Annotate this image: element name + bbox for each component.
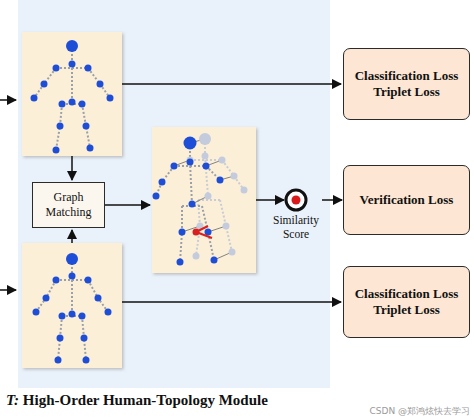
skeleton-joints — [31, 40, 114, 364]
loss-box: Classification Loss Triplet Loss — [343, 266, 470, 338]
matched-skeleton-card — [152, 127, 256, 273]
node-text: Verification Loss — [360, 192, 454, 208]
loss-box: Classification Loss Triplet Loss — [343, 48, 470, 120]
caption: T: High-Order Human-Topology Module — [6, 392, 268, 409]
input-arrow — [0, 289, 16, 291]
similarity-score: Similarity Score — [270, 188, 322, 248]
skeleton-card — [22, 243, 122, 368]
skeleton-card — [22, 32, 122, 156]
score-symbol — [284, 188, 308, 212]
connector-arrow — [322, 199, 342, 201]
module-panel — [18, 0, 330, 388]
flow-arrows — [72, 84, 341, 302]
graph-matching-box: Graph Matching — [32, 182, 105, 228]
node-text: Classification Loss Triplet Loss — [347, 286, 466, 318]
watermark: CSDN @郑鸿炫快去学习 — [369, 405, 470, 418]
loss-box: Verification Loss — [343, 165, 470, 235]
node-text: Graph Matching — [33, 190, 104, 220]
node-text: Classification Loss Triplet Loss — [347, 68, 466, 100]
input-arrow — [0, 99, 16, 101]
node-text: Similarity Score — [270, 213, 322, 241]
matched-skeletons — [153, 133, 248, 266]
